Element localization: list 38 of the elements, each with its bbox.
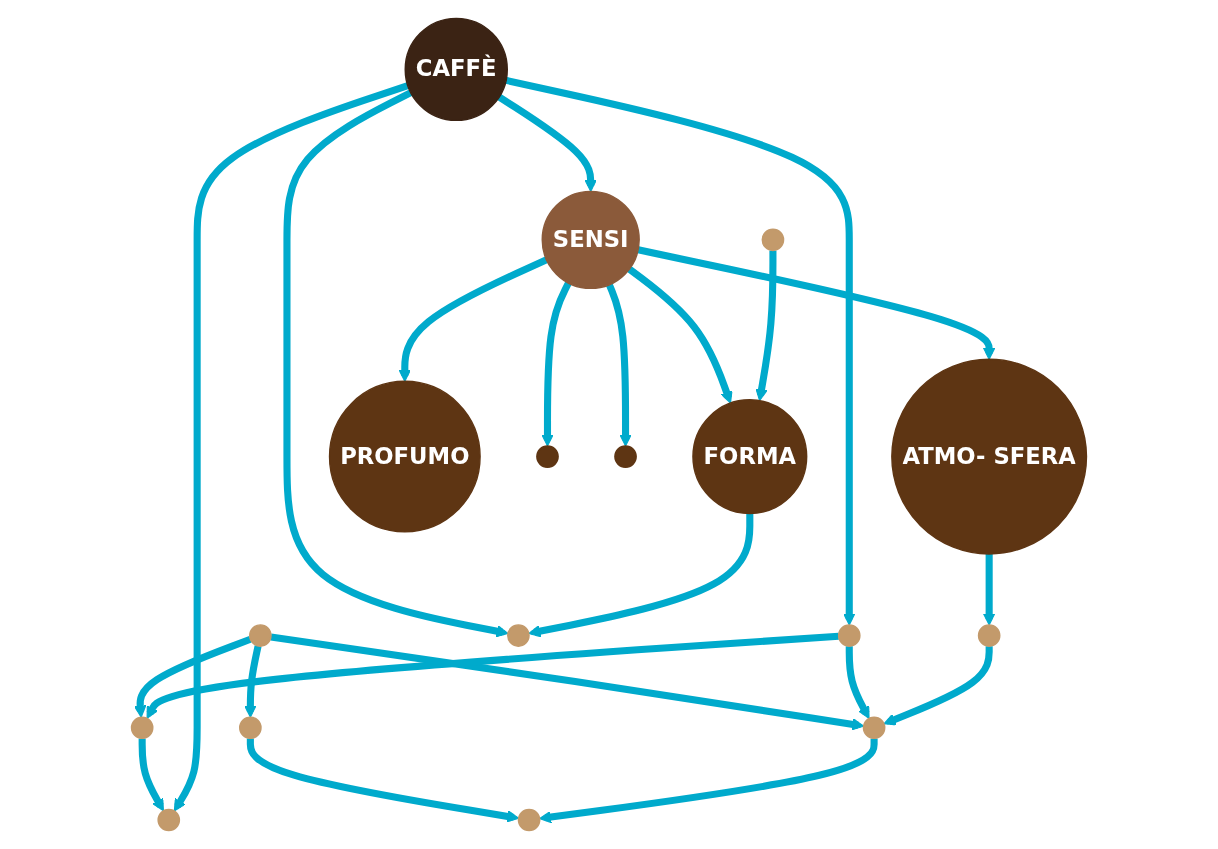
arrow [270,633,865,731]
arrow [398,256,548,382]
node-circle: PROFUMO [328,380,481,533]
node-circle [507,624,530,647]
node-circle [130,716,154,740]
node-circle [761,228,785,252]
arrow [627,266,733,404]
arrow [173,82,409,812]
node-circle [536,445,559,468]
arrow [845,646,870,719]
node-circle [249,624,272,647]
node-circle [977,624,1001,647]
node-circle [614,445,637,468]
node-circle [157,808,181,832]
arrow [539,738,878,824]
node-circle: FORMA [692,399,808,515]
node-circle [239,716,262,740]
arrow [883,646,993,726]
arrow [982,553,996,626]
node-circle: ATMO- SFERA [891,358,1088,555]
node-circle [837,624,861,647]
arrow [497,94,597,192]
arrow [146,632,839,719]
arrow [528,513,754,638]
arrow [637,246,996,360]
arrow [246,738,520,823]
node-circle [517,808,541,832]
arrow [283,89,509,638]
arrow [755,250,777,402]
arrow [138,738,164,812]
node-circle: SENSI [541,190,640,290]
arrow [541,281,572,447]
arrow [244,645,262,718]
node-circle [862,716,886,740]
arrow [505,76,856,626]
arrow [133,635,252,718]
arrow [606,283,632,447]
node-circle: CAFFÈ [404,17,508,122]
